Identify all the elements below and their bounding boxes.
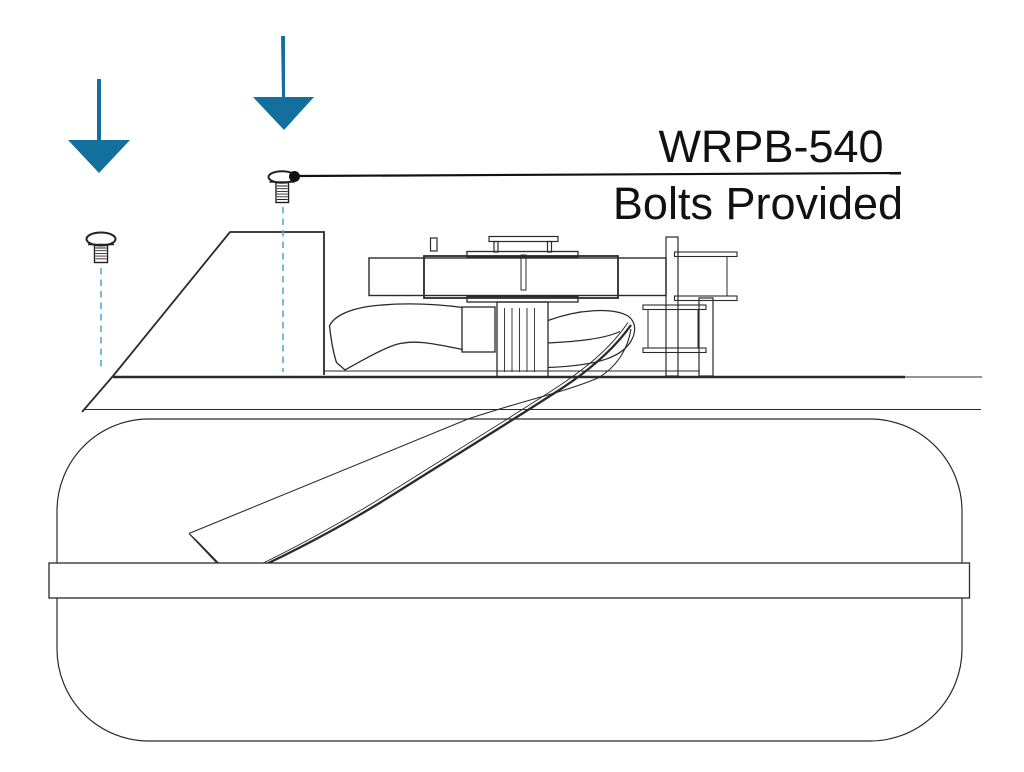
support-post-2 [698, 297, 714, 377]
callout-leader-line [298, 171, 902, 178]
support-post [665, 236, 679, 377]
down-arrow-icon [68, 79, 130, 173]
pedestal-outline [496, 301, 549, 378]
blade-trailing-edge-thin [242, 322, 629, 573]
bolt-icon [85, 231, 117, 264]
instruction-arrows [68, 36, 314, 173]
bolt-threads [95, 247, 107, 260]
mounting-wall [81, 231, 325, 413]
tank-strap [48, 562, 971, 599]
pedestal-column [496, 301, 549, 378]
callout-model-label: WRPB-540 [658, 121, 883, 172]
support-top-bar [673, 251, 738, 258]
top-cap-leg-right [546, 240, 553, 253]
top-plate [466, 250, 579, 258]
fan-blade-hanging [188, 322, 632, 583]
hub-box-left [461, 306, 496, 353]
support-upper-box [677, 256, 728, 297]
top-cap-leg-left [493, 240, 499, 253]
fan-blade-left [328, 303, 464, 371]
leader-dot-icon [289, 171, 300, 182]
housing-band [368, 257, 667, 297]
bolt-icon [267, 170, 297, 204]
pedestal-ribs [504, 308, 535, 372]
bowl-inner-edge [547, 330, 621, 344]
blade-trailing-edge-thick [239, 324, 632, 578]
bolt-guide-lines [100, 207, 284, 372]
bracket-top-bar [642, 304, 707, 311]
callout-note-label: Bolts Provided [613, 178, 903, 229]
down-arrow-icon [253, 36, 314, 130]
bowl-outer-edge [547, 309, 636, 369]
support-mid-bar [673, 295, 738, 302]
support-frame [642, 236, 738, 377]
callout-leader [289, 171, 902, 182]
top-cap [488, 235, 559, 253]
fan-blade-hub-bowl [547, 309, 636, 369]
bracket-box [647, 309, 699, 349]
bolt-threads [277, 185, 288, 200]
bracket-bottom-bar [642, 347, 707, 354]
blade-sail-edge [188, 328, 632, 535]
fan-assembly [328, 235, 667, 378]
top-cap-bar [488, 235, 559, 243]
bolt-head [85, 231, 117, 247]
center-slot [520, 254, 527, 291]
small-fitting [429, 237, 438, 252]
